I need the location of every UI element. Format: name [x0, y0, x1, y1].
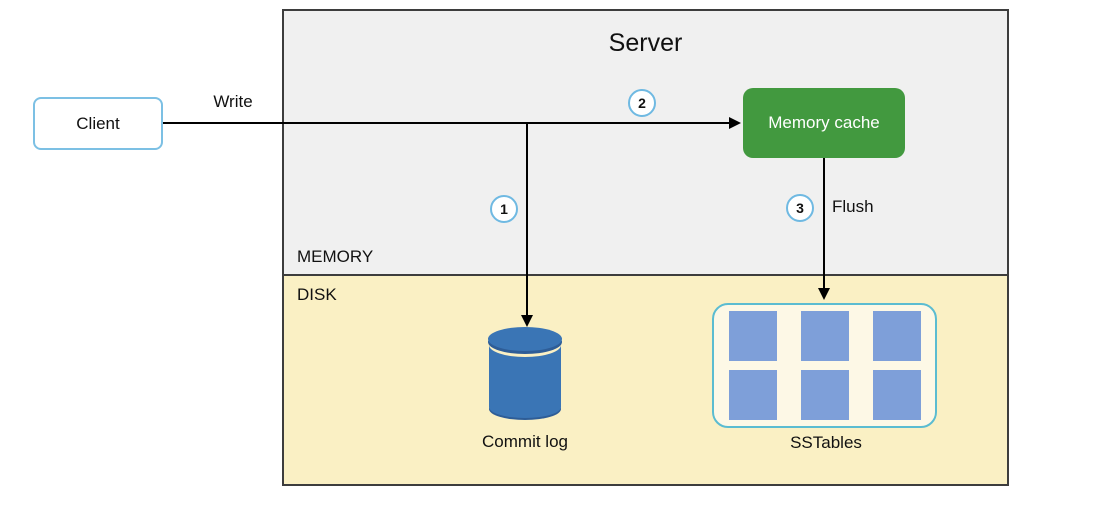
- sstable-block: [800, 370, 849, 420]
- server-title: Server: [608, 29, 683, 57]
- flush-edge-label: Flush: [832, 197, 874, 216]
- sstable-block: [728, 311, 777, 361]
- step-3-label: 3: [796, 200, 804, 216]
- memory-cache-label: Memory cache: [768, 113, 880, 132]
- sstable-block: [872, 311, 921, 361]
- commit-log-label: Commit log: [482, 432, 568, 451]
- sstables-node: [712, 303, 937, 428]
- step-2-label: 2: [638, 95, 646, 111]
- step-3-badge: 3: [786, 194, 814, 222]
- sstable-block: [800, 311, 849, 361]
- commit-log-cylinder-icon: [488, 327, 562, 420]
- disk-region-label: DISK: [297, 285, 337, 304]
- client-node: Client: [33, 97, 163, 150]
- step-2-badge: 2: [628, 89, 656, 117]
- step-1-label: 1: [500, 201, 508, 217]
- sstable-block: [872, 370, 921, 420]
- step-1-badge: 1: [490, 195, 518, 223]
- write-edge-label: Write: [213, 92, 253, 111]
- sstable-block: [728, 370, 777, 420]
- memory-cache-node: Memory cache: [743, 88, 905, 158]
- sstables-label: SSTables: [790, 433, 862, 452]
- client-label: Client: [76, 113, 120, 133]
- memory-region-label: MEMORY: [297, 247, 374, 266]
